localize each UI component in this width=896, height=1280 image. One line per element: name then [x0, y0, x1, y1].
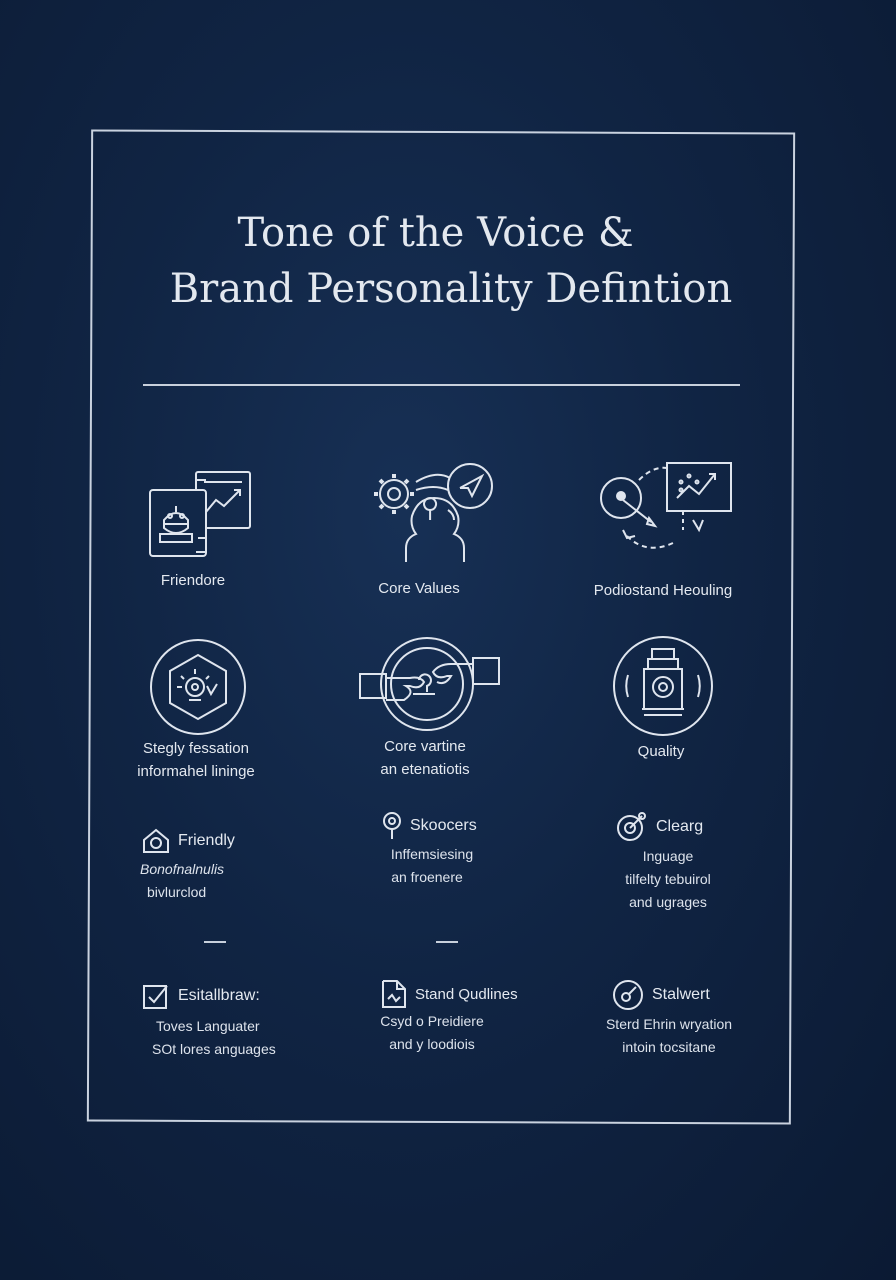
row4-sub-1-line2: SOt lores anguages: [152, 1041, 276, 1057]
row1-label-2: Core Values: [378, 580, 460, 597]
row4-heading-2: Stand Qudlines: [381, 979, 518, 1009]
row4-sub-3: Sterd Ehrin wryation intoin tocsitane: [588, 1013, 750, 1059]
row3-heading-3: Clearg: [616, 811, 703, 843]
file-icon: [382, 980, 406, 1008]
row4-heading-1: Esitallbraw:: [142, 982, 260, 1010]
row4-sub-2: Csyd o Preidiere and y loodiois: [374, 1010, 490, 1056]
documents-chart-icon: [146, 468, 254, 560]
row1-label-1: Friendore: [160, 572, 226, 589]
row1-label-3: Podiostand Heouling: [593, 582, 733, 599]
row3-heading-2: Skoocers: [382, 811, 477, 841]
row4-heading-3: Stalwert: [612, 979, 710, 1011]
row2-label-2-line1: Core vartine: [384, 738, 466, 755]
row3-heading-1: Friendly: [142, 828, 235, 854]
page-title: Tone of the Voice & Brand Personality De…: [0, 205, 896, 317]
row2-label-1-line1: Stegly fessation: [143, 740, 249, 757]
row4-sub-3-line1: Sterd Ehrin wryation: [605, 1016, 733, 1032]
row3-sub-3-line1: Inguage: [642, 848, 694, 864]
row3-sub-2-line2: an froenere: [391, 869, 463, 885]
row3-sub-3: Inguage tilfelty tebuirol and ugrages: [598, 845, 738, 914]
title-divider: [143, 384, 740, 386]
dash-2: [436, 941, 458, 943]
row4-heading-3-text: Stalwert: [652, 986, 710, 1003]
compass-circle-icon: [613, 980, 643, 1010]
gear-head-chat-icon: [366, 460, 496, 566]
row3-sub-1: Bonofnalnulis bivlurclod: [140, 858, 224, 904]
title-line-2: Brand Personality Defintion: [169, 266, 733, 312]
row4-heading-2-text: Stand Qudlines: [415, 985, 518, 1003]
dash-1: [204, 941, 226, 943]
house-icon: [143, 828, 169, 853]
row4-sub-3-line2: intoin tocsitane: [622, 1039, 716, 1055]
row3-sub-2-line1: Inffemsiesing: [390, 846, 474, 862]
row3-heading-3-text: Clearg: [656, 818, 704, 835]
hexagon-lightbulb-icon: [149, 638, 247, 736]
title-line-1: Tone of the Voice &: [237, 210, 634, 256]
row4-sub-2-line1: Csyd o Preidiere: [380, 1013, 484, 1029]
row3-heading-1-text: Friendly: [178, 832, 235, 849]
row3-sub-2: Inffemsiesing an froenere: [372, 843, 492, 889]
row4-heading-1-text: Esitallbraw:: [178, 987, 260, 1004]
row2-label-2: Core vartine an etenatiotis: [350, 735, 500, 781]
row3-sub-1-line2: bivlurclod: [147, 884, 207, 900]
presentation-chart-icon: [597, 460, 737, 560]
map-pin-icon: [383, 812, 401, 839]
row2-label-1: Stegly fessation informahel lininge: [118, 737, 274, 783]
row3-sub-3-line3: and ugrages: [629, 894, 707, 910]
row4-sub-1-line1: Toves Languater: [156, 1018, 260, 1034]
row3-sub-3-line2: tilfelty tebuirol: [625, 871, 711, 887]
handshake-circle-icon: [357, 634, 503, 734]
row4-sub-2-line2: and y loodiois: [389, 1036, 475, 1052]
target-circle-icon: [617, 812, 646, 841]
row3-heading-2-text: Skoocers: [410, 817, 477, 834]
row2-label-3: Quality: [637, 743, 685, 760]
row4-sub-1: Toves Languater SOt lores anguages: [152, 1015, 276, 1061]
hydrant-circle-icon: [612, 635, 714, 737]
row2-label-2-line2: an etenatiotis: [380, 761, 470, 778]
checkbox-icon: [143, 985, 168, 1009]
row3-sub-1-line1: Bonofnalnulis: [140, 861, 225, 877]
row2-label-1-line2: informahel lininge: [137, 763, 255, 780]
